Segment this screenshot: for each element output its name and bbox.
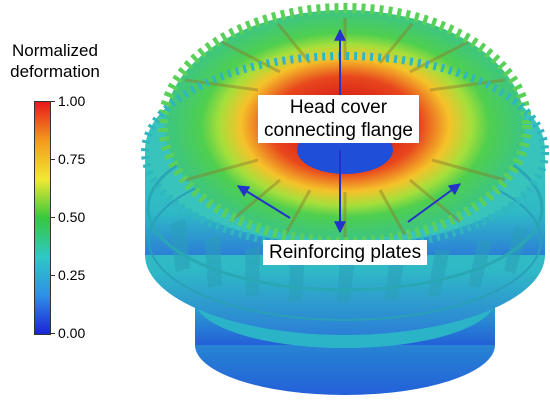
flange-label-line1: Head cover <box>289 97 388 118</box>
tick-mark <box>50 333 55 334</box>
color-scale-bar <box>34 101 51 335</box>
plates-callout: Reinforcing plates <box>263 240 428 265</box>
wall-blades <box>170 218 528 302</box>
tick-mark <box>50 159 55 160</box>
tick-label-0-50: 0.50 <box>58 209 86 225</box>
tick-label-0-25: 0.25 <box>58 267 86 283</box>
tick-label-0-75: 0.75 <box>58 151 86 167</box>
tick-label-0-00: 0.00 <box>58 325 86 341</box>
flange-callout: Head cover connecting flange <box>258 95 419 143</box>
plates-arrow-left <box>236 185 291 219</box>
tick-mark <box>50 275 55 276</box>
outer-teeth <box>141 52 549 252</box>
legend-title: Normalized deformation <box>0 40 110 82</box>
plates-arrow-right <box>407 183 461 223</box>
legend-title-line1: Normalized <box>12 41 98 60</box>
tick-mark <box>50 101 55 102</box>
flange-label-line2: connecting flange <box>264 120 413 141</box>
plates-label: Reinforcing plates <box>269 242 422 263</box>
legend-title-line2: deformation <box>10 62 100 81</box>
tick-label-1-00: 1.00 <box>58 93 86 109</box>
tick-mark <box>50 217 55 218</box>
